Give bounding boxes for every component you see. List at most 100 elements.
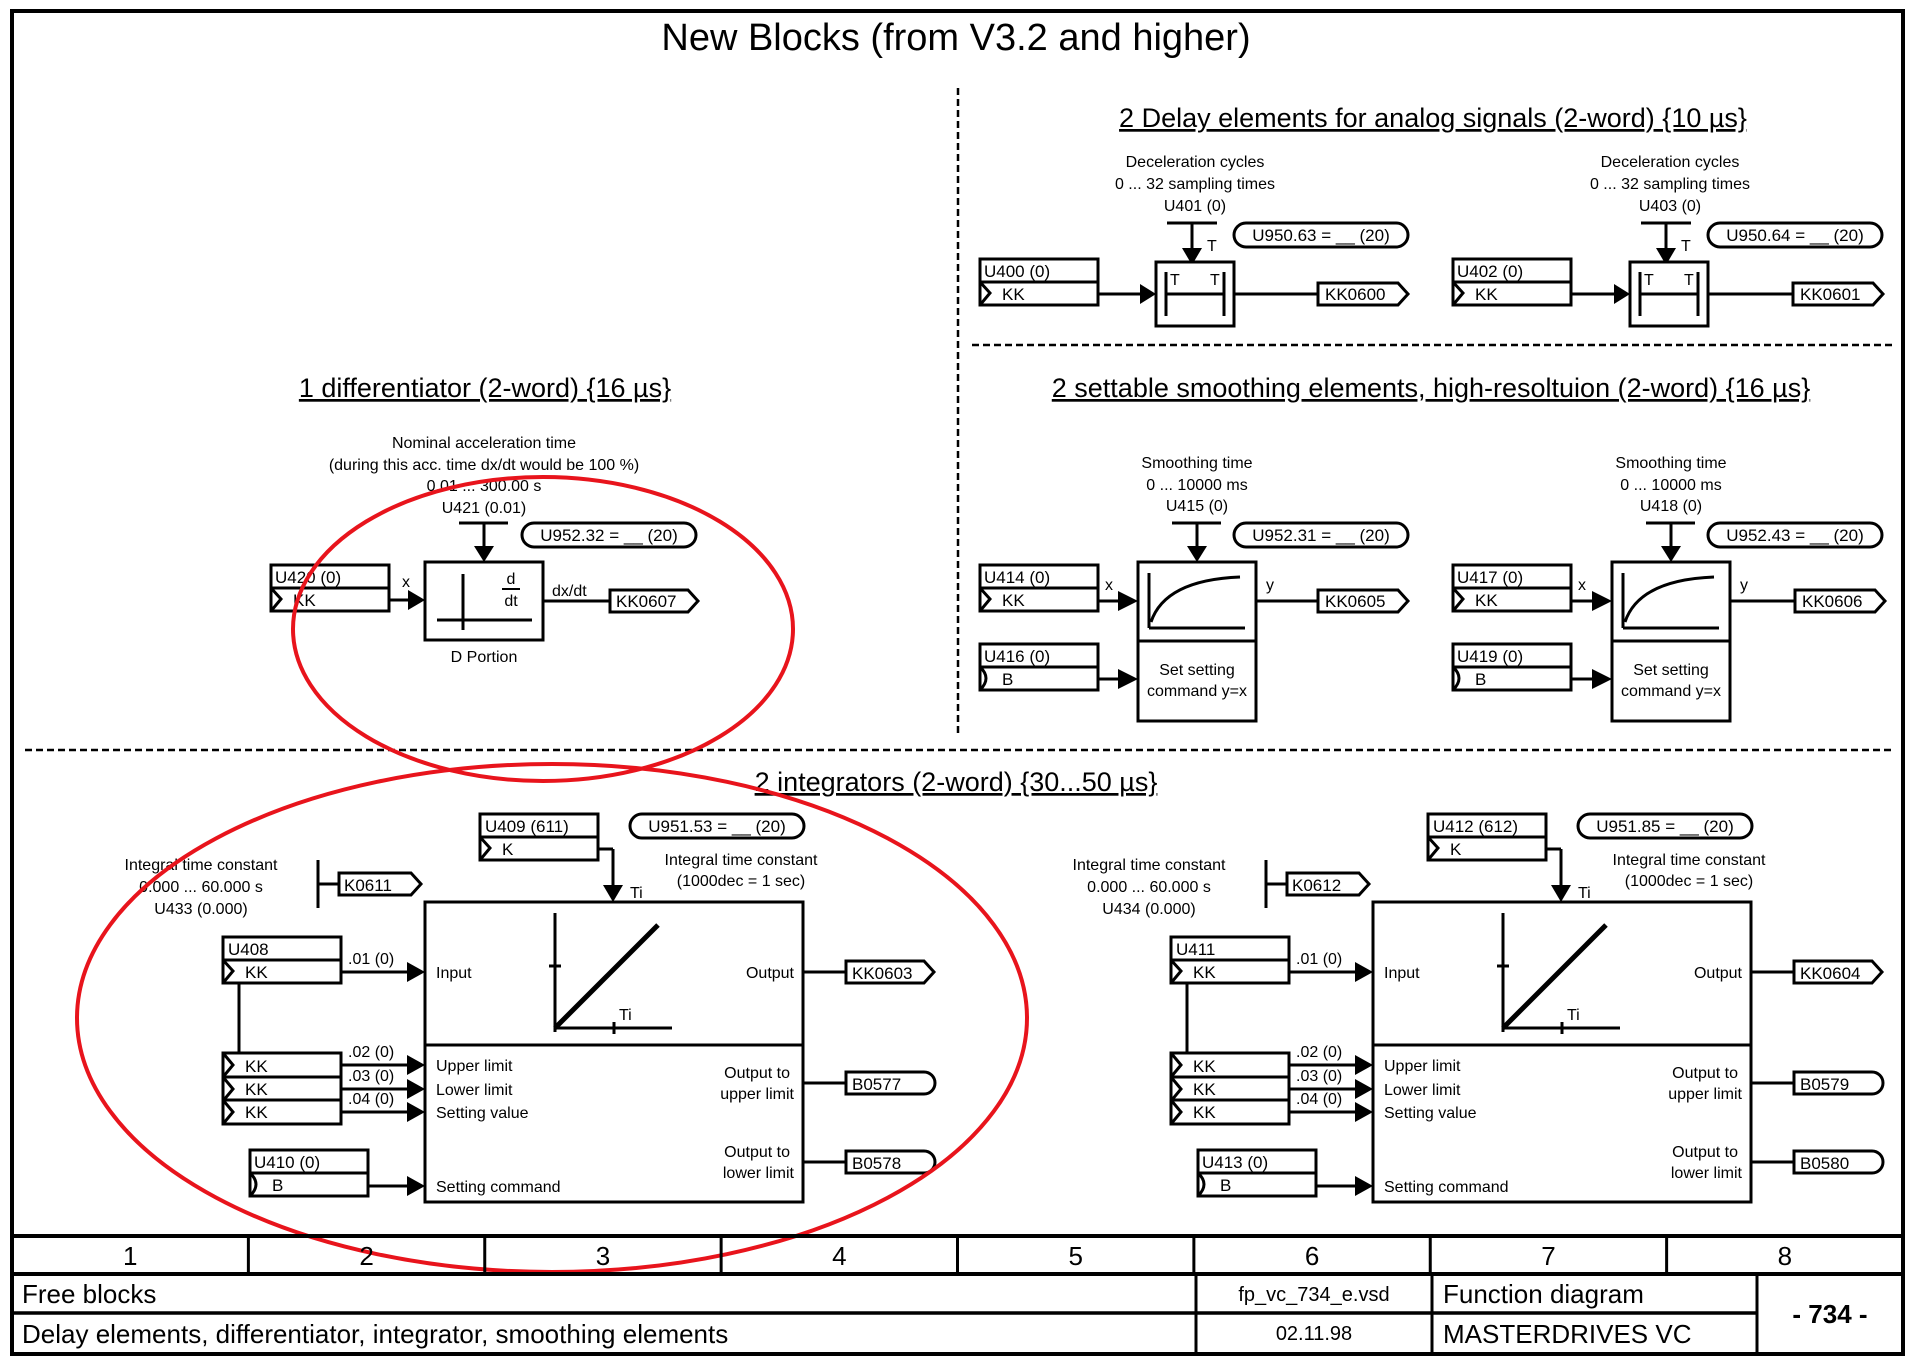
limit-connectors[interactable] <box>1169 1051 1291 1126</box>
input-label: Lower limit <box>1384 1082 1461 1099</box>
lower-output-connector[interactable] <box>1792 1149 1885 1175</box>
arrow-icon <box>408 590 425 610</box>
param-line: Integral time constant <box>125 857 279 874</box>
param-line: 0 ... 32 sampling times <box>1115 176 1275 193</box>
upper-label: Output to <box>1672 1065 1738 1082</box>
ti-type: K <box>502 840 514 859</box>
const-output-connector[interactable] <box>337 871 424 897</box>
d-numerator: d <box>507 571 516 588</box>
ti-type: K <box>1450 840 1462 859</box>
output-connector[interactable] <box>608 588 701 614</box>
arrow-icon <box>1118 591 1138 611</box>
footer-product: MASTERDRIVES VC <box>1443 1319 1692 1349</box>
upper-output-name: B0579 <box>1800 1075 1849 1094</box>
input-index: .03 (0) <box>348 1068 394 1085</box>
output-connector[interactable] <box>1316 281 1411 307</box>
time-slot-text: U951.53 = __ (20) <box>648 817 786 836</box>
connector-notch <box>1169 1099 1183 1125</box>
set-param: U410 (0) <box>254 1153 320 1172</box>
time-slot-badge <box>1232 221 1410 249</box>
section-heading-delay: 2 Delay elements for analog signals (2-w… <box>1119 103 1747 133</box>
x-label: x <box>402 574 410 591</box>
input-label: Lower limit <box>436 1082 513 1099</box>
output-connector[interactable] <box>1316 588 1411 614</box>
output-label: Output <box>1694 965 1743 982</box>
lower-label: Output to <box>724 1144 790 1161</box>
connector-notch <box>221 1076 235 1102</box>
set-text: command y=x <box>1621 683 1721 700</box>
connector-notch <box>221 1099 235 1125</box>
connector-notch <box>1196 1171 1206 1198</box>
ti-desc: Integral time constant <box>1613 852 1767 869</box>
upper-label: upper limit <box>1668 1086 1742 1103</box>
smoothing-element-1: Smoothing time 0 ... 10000 ms U415 (0) U… <box>978 455 1411 723</box>
output-connector[interactable] <box>1791 281 1886 307</box>
input-type: KK <box>1193 1057 1216 1076</box>
integrator-block <box>1371 900 1753 1204</box>
lower-output-connector[interactable] <box>844 1149 937 1175</box>
set-label: Setting command <box>1384 1179 1509 1196</box>
output-label: KK0607 <box>616 592 677 611</box>
set-type: B <box>1002 670 1013 689</box>
x-label: x <box>1105 577 1113 594</box>
input-index: .04 (0) <box>348 1091 394 1108</box>
input-type: KK <box>1475 285 1498 304</box>
ti-label: Ti <box>1578 885 1591 902</box>
param-line: U418 (0) <box>1640 498 1702 515</box>
param-line: 0 ... 32 sampling times <box>1590 176 1750 193</box>
output-connector[interactable] <box>1792 959 1885 985</box>
input-index: .02 (0) <box>348 1044 394 1061</box>
time-slot-text: U951.85 = __ (20) <box>1596 817 1734 836</box>
output-connector[interactable] <box>1793 588 1888 614</box>
t-label: T <box>1207 238 1217 255</box>
ramp-line <box>553 923 660 1030</box>
input-param: U400 (0) <box>984 262 1050 281</box>
const-output-connector[interactable] <box>1285 871 1372 897</box>
set-text: command y=x <box>1147 683 1247 700</box>
upper-output-connector[interactable] <box>844 1070 937 1096</box>
time-slot-badge <box>1706 221 1884 249</box>
input-type: KK <box>245 1103 268 1122</box>
set-param: U419 (0) <box>1457 647 1523 666</box>
output-label: KK0606 <box>1802 592 1863 611</box>
connector-notch <box>248 1171 258 1198</box>
output-connector[interactable] <box>844 959 937 985</box>
limit-connectors[interactable] <box>221 1051 343 1126</box>
arrow-icon <box>1355 1176 1373 1196</box>
connector-notch <box>221 1052 235 1078</box>
set-text: Set setting <box>1159 662 1235 679</box>
section-heading-smoothing: 2 settable smoothing elements, high-reso… <box>1052 373 1810 403</box>
x-label: x <box>1578 577 1586 594</box>
input-type: KK <box>1193 963 1216 982</box>
d-denominator: dt <box>504 593 518 610</box>
input-index: .02 (0) <box>1296 1044 1342 1061</box>
param-line: (during this acc. time dx/dt would be 10… <box>329 457 639 474</box>
upper-label: Output to <box>724 1065 790 1082</box>
connector-notch <box>1169 958 1183 984</box>
param-line: 0.01 ... 300.00 s <box>427 478 542 495</box>
column-number: 3 <box>596 1241 610 1271</box>
arrow-icon <box>407 962 425 982</box>
time-slot-badge <box>1232 521 1410 549</box>
param-line: Smoothing time <box>1141 455 1252 472</box>
input-label: Input <box>1384 965 1420 982</box>
graph-ti-label: Ti <box>619 1007 632 1024</box>
arrow-icon <box>1118 669 1138 689</box>
arrow-icon <box>1656 248 1676 265</box>
const-output-label: K0612 <box>1292 876 1341 895</box>
ti-param: U409 (611) <box>485 817 569 836</box>
upper-output-connector[interactable] <box>1792 1070 1885 1096</box>
set-type: B <box>1220 1176 1231 1195</box>
input-label: Setting value <box>1384 1105 1477 1122</box>
output-name: KK0603 <box>852 964 913 983</box>
arrow-icon <box>1355 962 1373 982</box>
time-slot-text: U950.63 = __ (20) <box>1252 226 1390 245</box>
time-slot-badge <box>1706 521 1884 549</box>
param-line: U403 (0) <box>1639 198 1701 215</box>
ti-label: Ti <box>630 885 643 902</box>
lower-label: lower limit <box>723 1165 795 1182</box>
output-label: KK0601 <box>1800 285 1861 304</box>
input-label: Upper limit <box>436 1058 513 1075</box>
input-type: KK <box>1002 285 1025 304</box>
